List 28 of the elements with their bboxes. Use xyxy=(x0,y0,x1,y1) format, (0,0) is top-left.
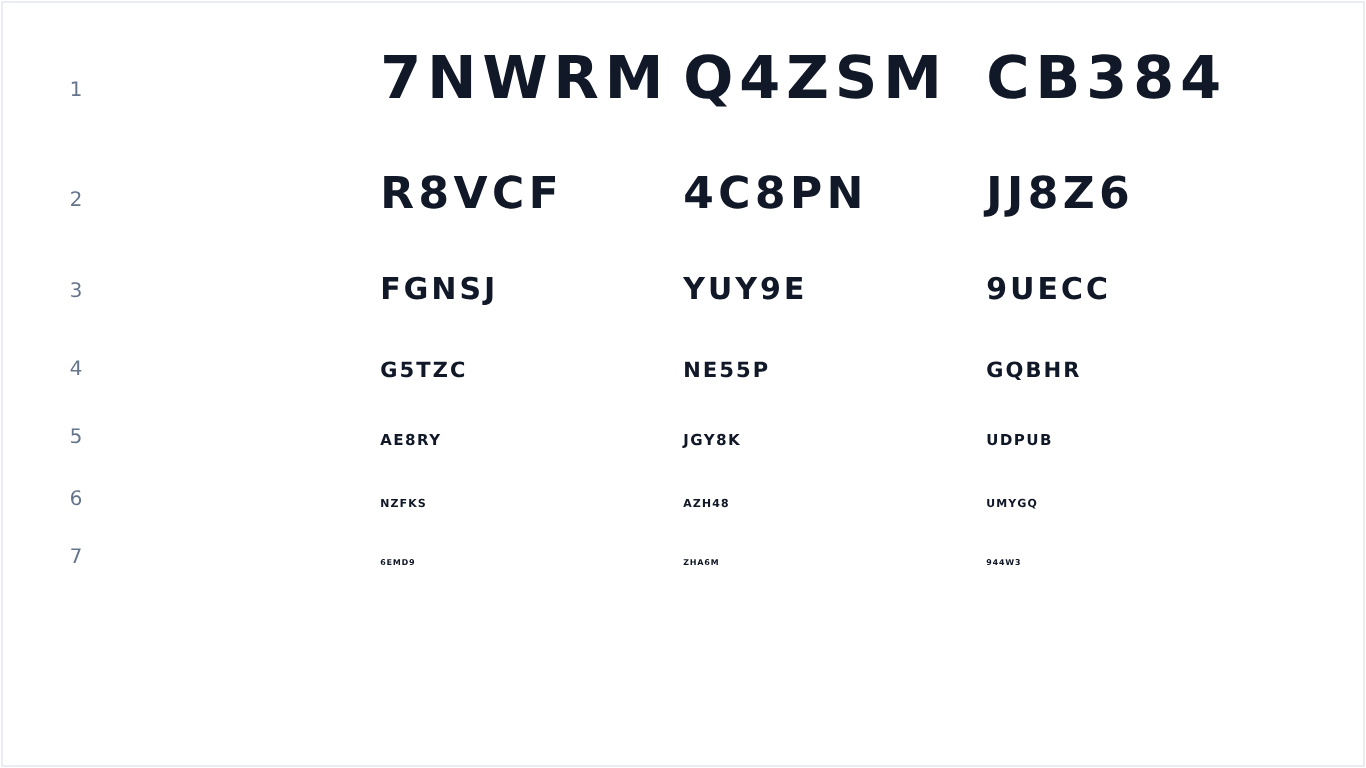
chart-letters: NZFKS xyxy=(381,498,425,508)
chart-letters: G5TZC xyxy=(381,361,465,378)
chart-letters: ZHA6M xyxy=(683,559,718,566)
chart-letters: Q4ZSM xyxy=(686,54,937,107)
row-number: 1 xyxy=(71,81,81,96)
chart-letters: JGY8K xyxy=(682,433,741,448)
chart-letters: AZH48 xyxy=(683,498,728,508)
chart-letters: FGNSJ xyxy=(382,276,493,305)
chart-letters: GQBHR xyxy=(987,361,1079,381)
chart-letters: YUY9E xyxy=(682,276,803,300)
chart-letters: AE8RY xyxy=(380,433,441,446)
chart-letters: 6EMD9 xyxy=(380,559,415,566)
row-number: 6 xyxy=(71,490,82,506)
chart-letters: NE55P xyxy=(685,361,768,378)
chart-letters: 944W3 xyxy=(986,559,1020,566)
chart-letters: JJ8Z6 xyxy=(983,175,1128,217)
row-number: 4 xyxy=(70,360,82,375)
row-number: 2 xyxy=(71,191,81,206)
chart-letters: 7NWRM xyxy=(384,55,658,98)
row-number: 7 xyxy=(71,548,81,563)
chart-letters: CB384 xyxy=(989,54,1219,99)
chart-letters: 4C8PN xyxy=(685,175,860,209)
chart-letters: UDPUB xyxy=(987,434,1051,446)
chart-letters: 9UECC xyxy=(987,276,1107,300)
chart-letters: R8VCF xyxy=(384,175,556,209)
chart-letters: UMYGQ xyxy=(987,498,1037,509)
row-number: 3 xyxy=(71,282,81,298)
row-number: 5 xyxy=(71,428,81,444)
